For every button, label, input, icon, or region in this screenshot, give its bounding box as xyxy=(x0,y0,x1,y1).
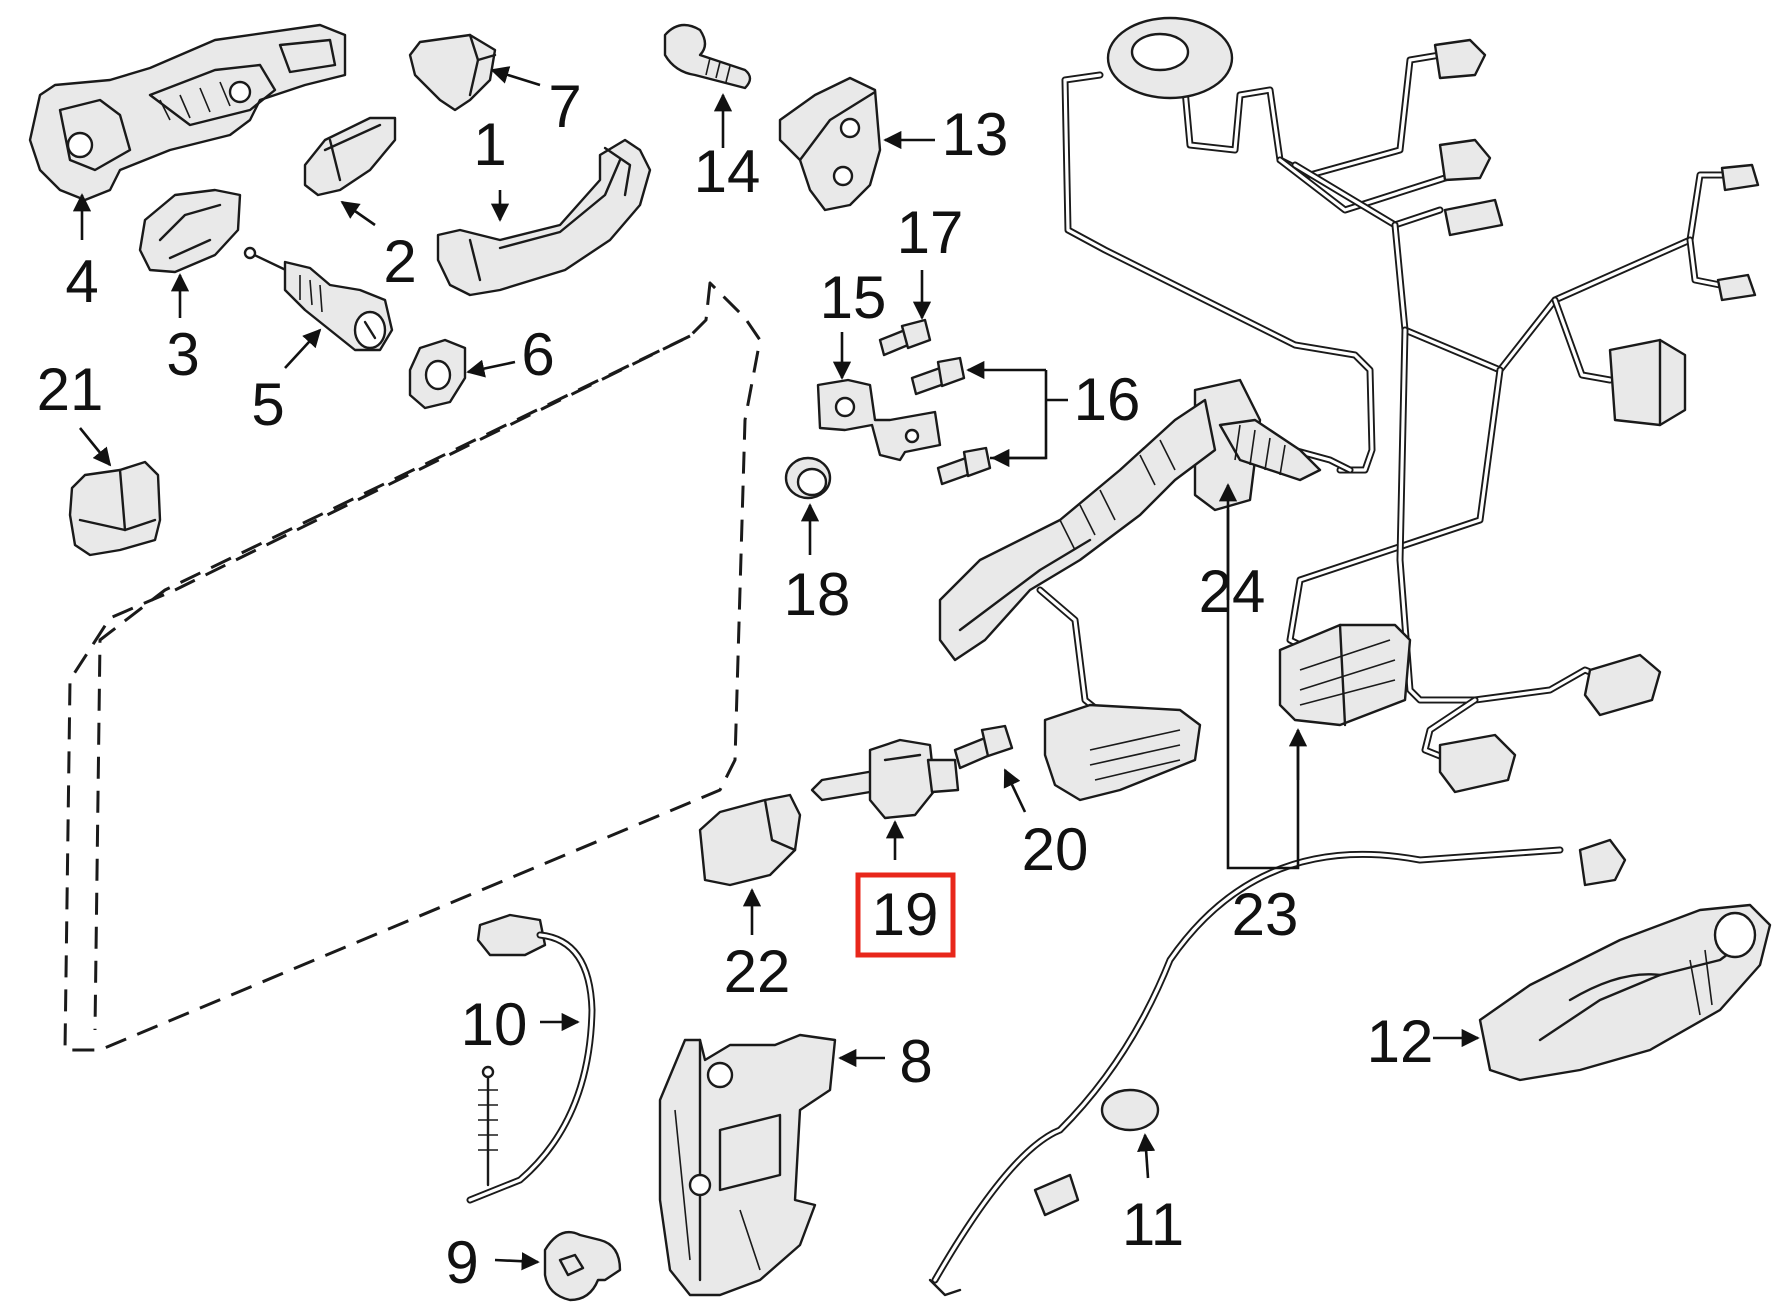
callout-6: 6 xyxy=(521,321,554,388)
callout-11: 11 xyxy=(1122,1191,1184,1258)
callout-10: 10 xyxy=(461,991,528,1058)
part-11-release-cable xyxy=(928,838,1627,1297)
part-3-gasket xyxy=(138,188,242,274)
part-19-door-check-strap xyxy=(810,738,960,820)
wiring-harness xyxy=(1061,16,1760,794)
callout-24: 24 xyxy=(1199,558,1266,625)
part-6-grommet xyxy=(408,338,467,410)
leader-lines xyxy=(72,66,1480,1271)
callout-12: 12 xyxy=(1367,1008,1434,1075)
part-4-handle-carrier xyxy=(28,23,347,202)
part-14-screw xyxy=(663,23,752,90)
callout-1: 1 xyxy=(473,111,506,178)
part-15-bracket xyxy=(816,378,942,462)
callout-15: 15 xyxy=(820,264,887,331)
part-13-striker xyxy=(778,76,882,212)
part-20-bolt xyxy=(953,724,1014,770)
part-9-screw xyxy=(543,1230,622,1302)
callout-20: 20 xyxy=(1022,816,1089,883)
part-16-bolt-lower xyxy=(936,446,992,486)
part-21-bumper xyxy=(68,460,162,557)
part-8-door-lock xyxy=(658,1033,837,1297)
callout-7: 7 xyxy=(548,73,581,140)
callout-14: 14 xyxy=(694,138,761,205)
callout-19: 19 xyxy=(872,881,939,948)
part-2-trim-cover xyxy=(303,116,397,197)
callout-4: 4 xyxy=(65,248,98,315)
callout-18: 18 xyxy=(784,561,851,628)
part-7-end-cap xyxy=(408,33,497,112)
callout-17: 17 xyxy=(897,199,964,266)
callout-13: 13 xyxy=(942,101,1009,168)
part-1-outside-handle xyxy=(436,138,652,297)
callout-16: 16 xyxy=(1074,366,1141,433)
callout-3: 3 xyxy=(166,321,199,388)
part-24-wire-boot xyxy=(938,378,1354,802)
part-12-inside-handle xyxy=(1478,903,1772,1082)
callout-9: 9 xyxy=(445,1229,478,1296)
part-5-lock-cylinder xyxy=(243,246,394,352)
callout-5: 5 xyxy=(251,371,284,438)
callout-22: 22 xyxy=(724,938,791,1005)
callout-2: 2 xyxy=(383,228,416,295)
callout-labels: 1 2 3 4 5 6 7 8 9 10 11 12 13 14 15 16 1… xyxy=(37,73,1434,1296)
part-10-release-rod xyxy=(466,913,596,1204)
part-17-bolt xyxy=(878,318,932,357)
part-22-cap xyxy=(698,793,802,887)
callout-21: 21 xyxy=(37,356,104,423)
callout-23: 23 xyxy=(1232,881,1299,948)
door-outline xyxy=(63,281,762,1052)
part-16-bolt-upper xyxy=(910,356,966,396)
part-18-bushing xyxy=(784,456,832,500)
callout-19-highlight-box xyxy=(855,872,956,958)
callout-8: 8 xyxy=(899,1028,932,1095)
